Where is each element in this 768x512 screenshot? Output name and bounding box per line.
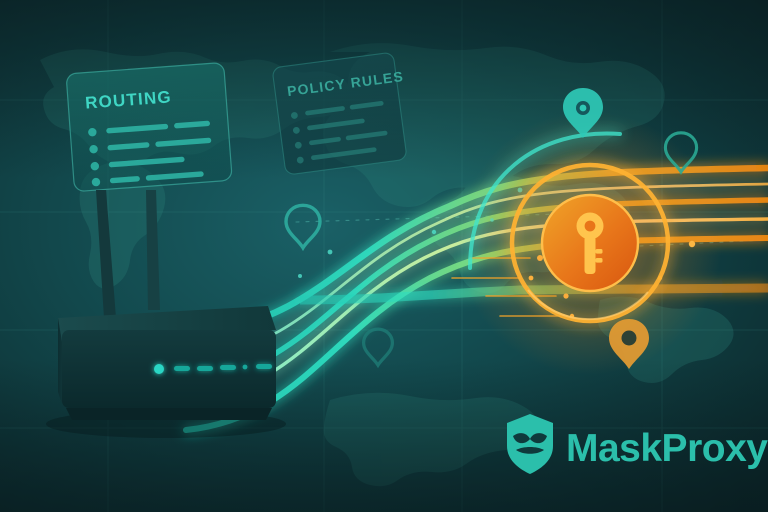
router-side	[58, 318, 62, 404]
led-dash-3	[220, 365, 236, 370]
antenna-right	[146, 190, 160, 310]
antenna-left	[96, 190, 116, 318]
brand-lockup[interactable]: MaskProxy	[507, 414, 768, 474]
panel-routing-rows	[88, 120, 212, 187]
pin-north[interactable]	[563, 88, 603, 138]
panel-policy-rules-surface	[272, 52, 407, 175]
key-node[interactable]	[458, 111, 722, 375]
panel-policy-rules[interactable]: POLICY RULES	[272, 51, 415, 175]
led-dot-small	[242, 364, 248, 370]
router-device[interactable]	[46, 190, 286, 438]
pin-east[interactable]	[663, 131, 699, 175]
teal-arc	[468, 131, 622, 270]
led-dash-1	[174, 366, 190, 371]
shield-icon	[507, 414, 553, 474]
key-node-ring-accent	[527, 289, 649, 321]
router-antennas	[96, 190, 160, 318]
mask-mouth	[516, 447, 544, 454]
pin-center[interactable]	[284, 203, 322, 252]
led-dash-4	[256, 364, 272, 369]
mask-eye-left	[513, 433, 530, 444]
key-node-ring	[509, 162, 671, 324]
mask-eye-right	[530, 433, 547, 444]
router-leds	[154, 364, 272, 374]
led-dash-2	[197, 366, 213, 371]
panel-policy-rules-rows	[290, 101, 388, 164]
brand-name: MaskProxy	[566, 427, 768, 470]
panel-routing[interactable]: ROUTING	[66, 62, 233, 192]
pin-lower[interactable]	[361, 327, 395, 369]
router-base	[66, 408, 272, 420]
router-front	[62, 330, 276, 408]
key-icon	[576, 212, 604, 274]
led-dot-primary	[154, 364, 164, 374]
pin-orange[interactable]	[609, 319, 649, 369]
